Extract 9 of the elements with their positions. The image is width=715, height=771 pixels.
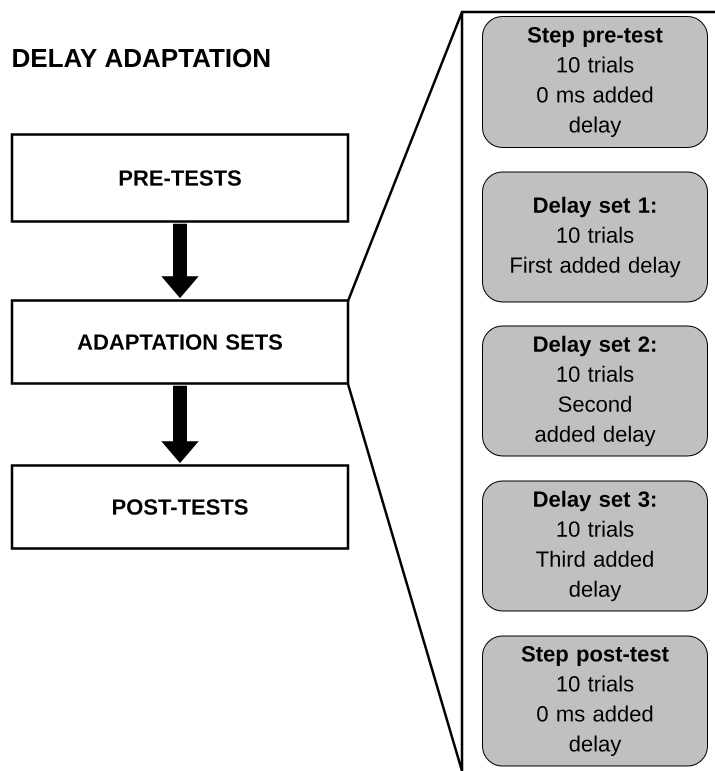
process-box: ADAPTATION SETS — [10, 299, 350, 385]
process-box: PRE-TESTS — [10, 133, 350, 223]
step-box: Delay set 3: 10 trials Third added delay — [482, 480, 708, 612]
step-box: Delay set 2: 10 trials Second added delay — [482, 326, 708, 456]
step-box: Step post-test 10 trials 0 ms added delay — [482, 636, 708, 766]
process-box: POST-TESTS — [10, 464, 350, 550]
step-box: Step pre-test 10 trials 0 ms added delay — [482, 16, 708, 148]
title: DELAY ADAPTATION — [13, 48, 270, 68]
step-box: Delay set 1: 10 trials First added delay — [482, 172, 708, 302]
